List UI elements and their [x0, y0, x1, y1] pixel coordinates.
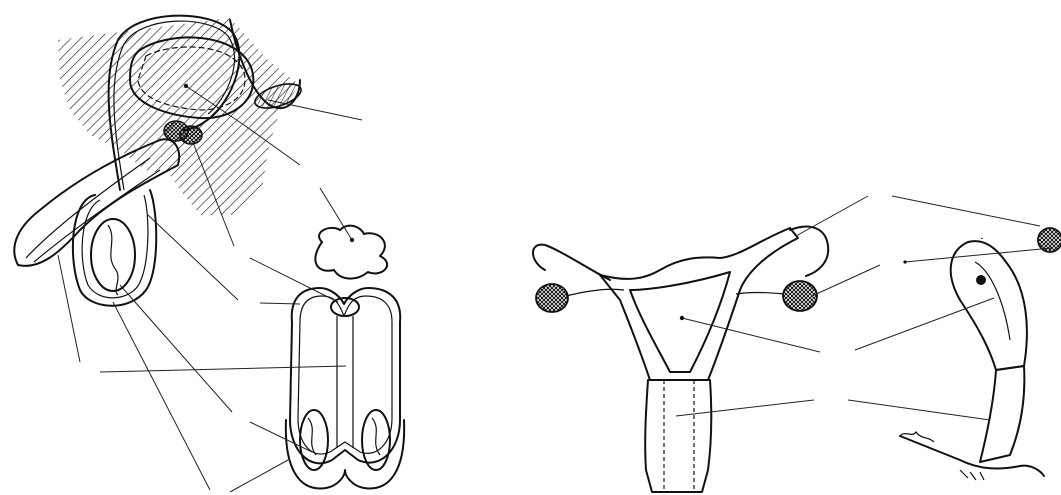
uterus-lateral: [951, 241, 1027, 370]
cavity-lateral: [975, 262, 1010, 340]
bladder-frontal: [315, 226, 387, 279]
male-frontal-section: [286, 226, 404, 489]
vagina-lateral: [980, 366, 1024, 462]
uterus: [600, 228, 798, 380]
ovary-left: [536, 284, 568, 312]
pelvic-tissue: [58, 18, 300, 215]
uterine-cavity: [630, 272, 730, 372]
testis-left-frontal: [300, 410, 328, 470]
fallopian-tube-left: [533, 245, 610, 280]
vagina: [645, 380, 711, 492]
female-lateral-section: [900, 205, 1061, 480]
scrotum-frontal: [286, 420, 404, 488]
scrotum: [73, 190, 156, 306]
vulva-lateral: [900, 436, 1044, 476]
male-sagittal-section: [14, 16, 304, 306]
female-frontal-section: [533, 227, 828, 492]
testis: [91, 219, 135, 291]
ovary-right: [783, 281, 817, 311]
